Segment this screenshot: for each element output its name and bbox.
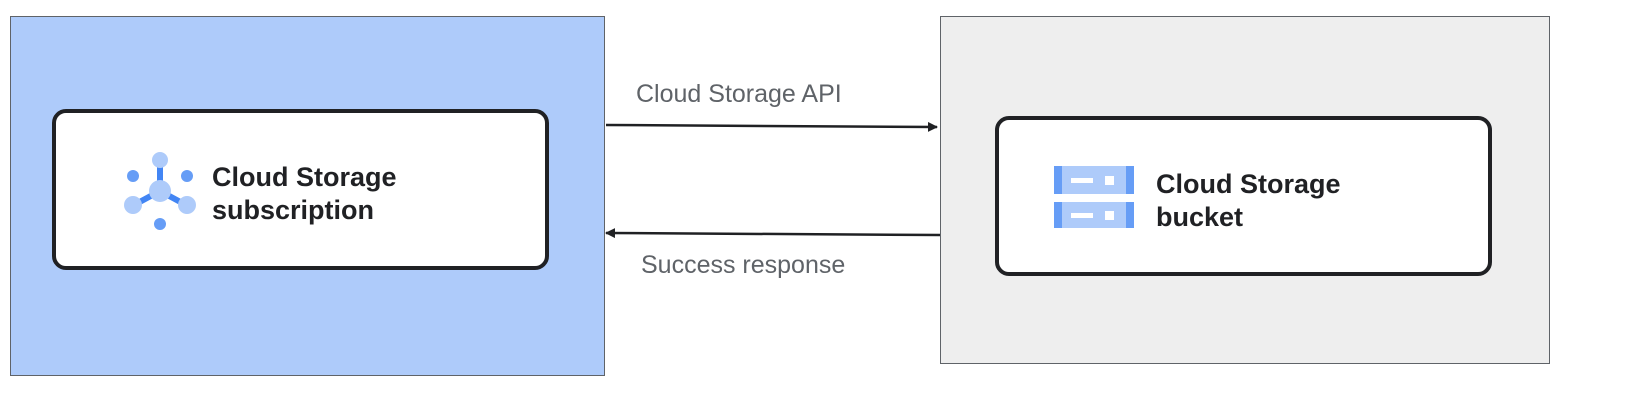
subscription-card: Cloud Storage subscription	[52, 109, 549, 270]
bucket-card: Cloud Storage bucket	[995, 116, 1492, 276]
title-line: Cloud Storage	[212, 162, 397, 192]
response-label: Success response	[641, 251, 846, 279]
title-line: Cloud Storage	[1156, 169, 1341, 199]
response-arrow	[605, 228, 941, 239]
bucket-title: Cloud Storage bucket	[1156, 168, 1341, 234]
pubsub-subscription-icon	[124, 152, 196, 230]
storage-bucket-icon	[1054, 166, 1134, 228]
title-line: subscription	[212, 195, 375, 225]
subscription-title: Cloud Storage subscription	[212, 161, 397, 227]
request-label: Cloud Storage API	[636, 80, 842, 108]
request-arrow	[605, 121, 938, 132]
title-line: bucket	[1156, 202, 1244, 232]
